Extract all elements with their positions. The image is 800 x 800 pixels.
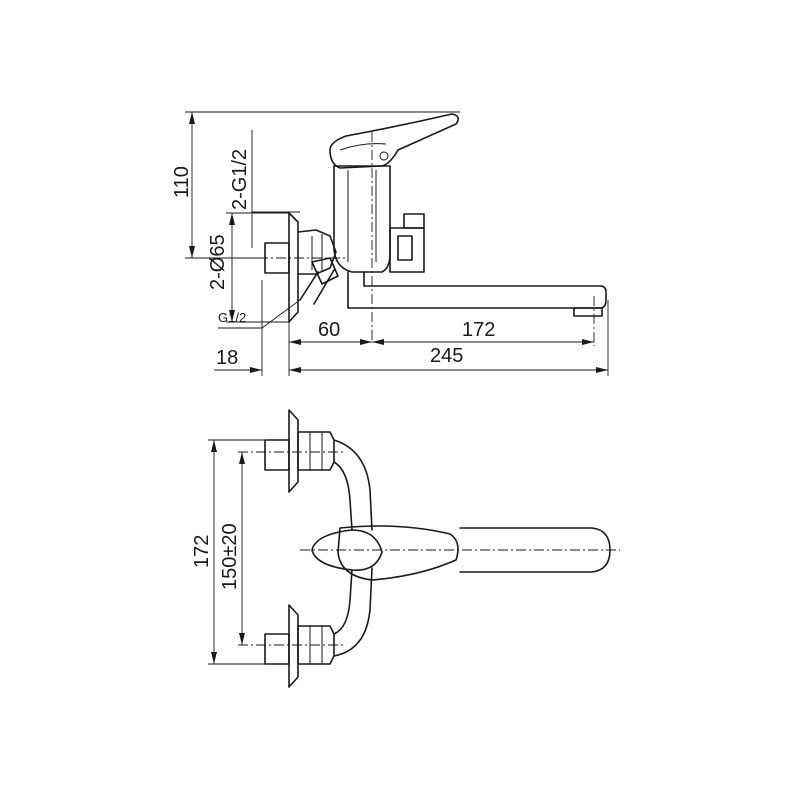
body-arm-lower [333,567,373,657]
upper-nipple [264,439,290,471]
front-view: 172 150±20 [191,409,620,688]
upper-nut-facets [309,432,323,470]
body-arm-upper [333,439,373,531]
diverter-body [389,227,425,273]
arrow [229,310,235,322]
aerator [573,307,603,317]
leader-g12-arrow [261,299,301,329]
dim-label-g12: G1/2 [218,310,246,325]
lever-top [337,525,459,581]
eccentric-pipe [299,269,335,305]
body-facets [347,170,377,262]
lever-screw [379,151,389,161]
diverter-cap [397,235,413,261]
lever-edge [339,143,387,151]
arrow [239,452,245,464]
arrow [211,652,217,664]
arrow [596,367,608,373]
upper-nut [297,431,335,471]
arrow [582,339,594,345]
arrow [229,213,235,225]
arrow [289,339,301,345]
lower-flange [288,604,299,688]
dim-label-172-reach: 172 [462,319,495,341]
arrow [189,112,195,124]
mixer-body [333,165,391,273]
dim-label-18: 18 [216,347,238,369]
dim-label-60: 60 [318,319,340,341]
eccentric-nut [297,229,337,275]
dim-label-150-20: 150±20 [219,523,241,590]
dim-label-245: 245 [430,345,463,367]
lower-nipple [264,633,290,665]
arrow [239,633,245,645]
side-view: 110 2-G1/2 2-Ø65 G1/2 18 60 172 [171,111,609,376]
arrow [372,339,384,345]
arrow [360,339,372,345]
arrow [211,440,217,452]
dim-label-d65: 2-Ø65 [207,234,229,290]
dim-label-2-g12: 2-G1/2 [229,149,251,210]
lever-handle [329,113,460,169]
hub [311,529,383,571]
wall-flange [288,212,299,323]
upper-flange [288,409,299,493]
dim-label-172-spacing: 172 [191,535,213,568]
spout [347,271,607,309]
dim-label-110: 110 [171,166,193,198]
eccentric-lower-nut [311,257,339,285]
diverter-knob [403,213,425,229]
arrow [250,367,262,373]
arrow [189,246,195,258]
nut-facets [311,234,323,272]
